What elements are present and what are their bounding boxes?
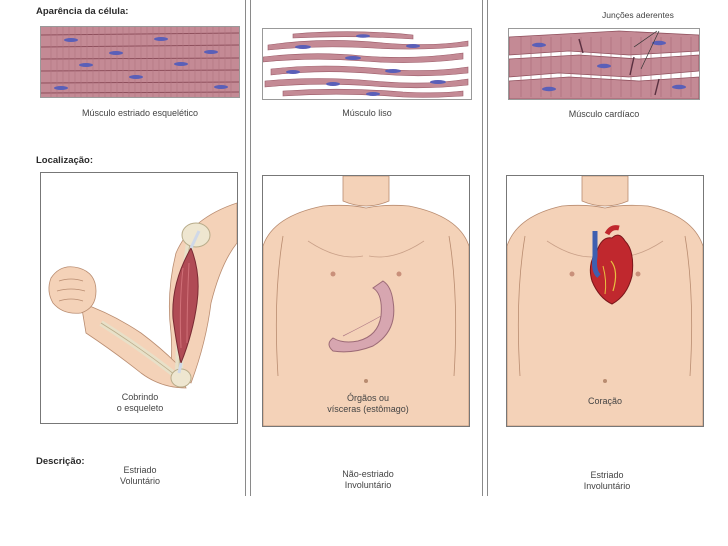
- column-divider-1b: [250, 0, 251, 496]
- cardiac-description-line1: Estriado: [552, 470, 662, 481]
- heading-cell-appearance: Aparência da célula:: [36, 6, 128, 17]
- arm-skeletal-location-image: [40, 172, 238, 424]
- heart-location-caption: Coração: [560, 396, 650, 407]
- skeletal-description-line2: Voluntário: [90, 476, 190, 487]
- column-divider-2b: [487, 0, 488, 496]
- arm-location-caption-line1: Cobrindo: [90, 392, 190, 403]
- heading-description: Descrição:: [36, 456, 85, 467]
- skeletal-muscle-cell-image: [40, 26, 240, 98]
- smooth-muscle-label: Músculo liso: [262, 108, 472, 119]
- column-divider-2: [482, 0, 483, 496]
- column-divider-1: [245, 0, 246, 496]
- torso-location-caption-line1: Órgãos ou: [303, 393, 433, 404]
- torso-stomach-location-image: [262, 175, 470, 427]
- adherens-junctions-callout: Junções aderentes: [602, 10, 702, 21]
- smooth-muscle-cell-image: [262, 28, 472, 100]
- smooth-description-line1: Não-estriado: [308, 469, 428, 480]
- skeletal-muscle-label: Músculo estriado esquelético: [40, 108, 240, 119]
- arm-location-caption-line2: o esqueleto: [90, 403, 190, 414]
- cardiac-muscle-cell-image: [508, 28, 700, 100]
- heading-location: Localização:: [36, 155, 93, 166]
- skeletal-description-line1: Estriado: [90, 465, 190, 476]
- torso-location-caption-line2: vísceras (estômago): [303, 404, 433, 415]
- smooth-description-line2: Involuntário: [308, 480, 428, 491]
- torso-heart-location-image: [506, 175, 704, 427]
- cardiac-description-line2: Involuntário: [552, 481, 662, 492]
- cardiac-muscle-label: Músculo cardíaco: [508, 109, 700, 120]
